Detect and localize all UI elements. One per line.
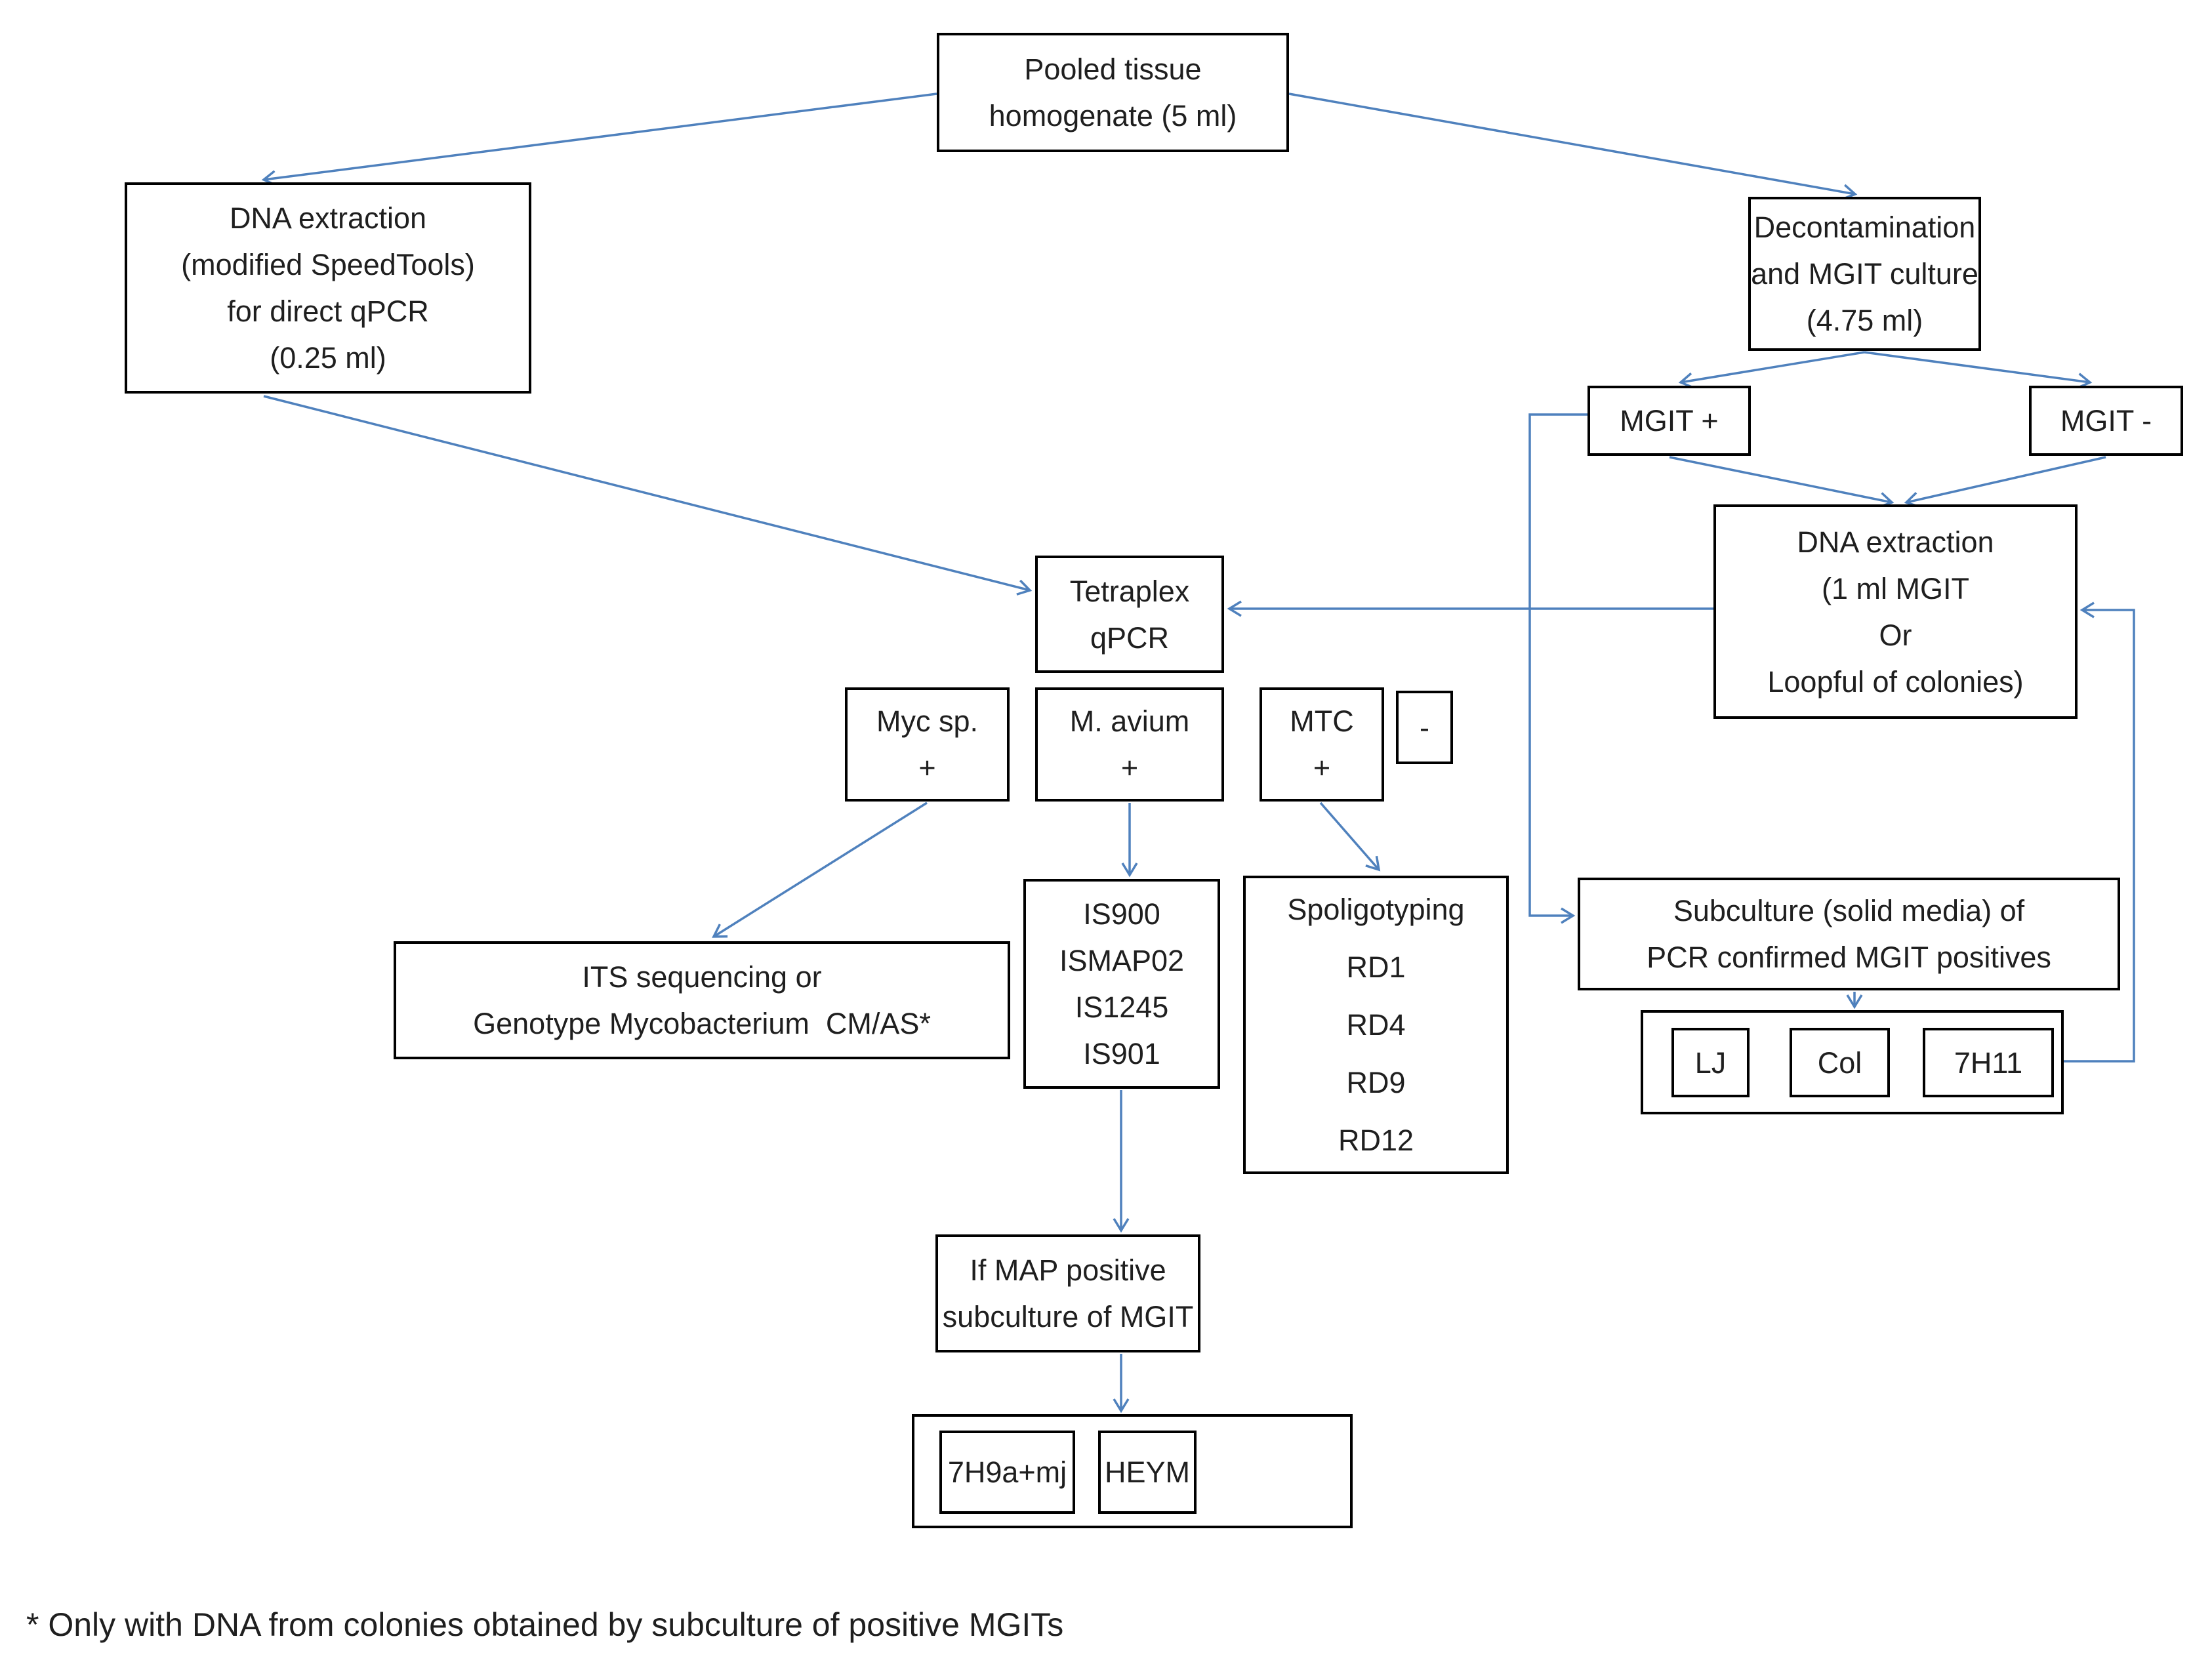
arrow-decontamination-to-mgit-negative bbox=[1864, 351, 2093, 390]
node-media-7h9a-mj: 7H9a+mj bbox=[939, 1431, 1075, 1514]
node-if-map-positive: If MAP positive subculture of MGIT bbox=[935, 1234, 1200, 1352]
node-dna-extraction-direct: DNA extraction (modified SpeedTools) for… bbox=[125, 182, 531, 394]
node-its-sequencing: ITS sequencing or Genotype Mycobacterium… bbox=[394, 941, 1010, 1059]
node-result-mtc: MTC + bbox=[1260, 687, 1384, 802]
arrow-decontamination-to-mgit-positive bbox=[1678, 351, 1865, 389]
arrow-7h11-feedback-to-dna-mgit bbox=[2054, 601, 2135, 1063]
footnote-asterisk-note: * Only with DNA from colonies obtained b… bbox=[26, 1606, 1064, 1643]
node-is-markers: IS900 ISMAP02 IS1245 IS901 bbox=[1023, 879, 1220, 1089]
node-pooled-tissue: Pooled tissue homogenate (5 ml) bbox=[937, 33, 1289, 152]
node-media-col: Col bbox=[1790, 1028, 1890, 1097]
arrow-mgit-positive-to-dna-mgit bbox=[1669, 456, 1895, 508]
node-result-negative: - bbox=[1396, 691, 1453, 764]
node-result-m-avium: M. avium + bbox=[1035, 687, 1224, 802]
node-media-7h11: 7H11 bbox=[1923, 1028, 2054, 1097]
node-result-myc-sp: Myc sp. + bbox=[845, 687, 1010, 802]
node-decontamination-mgit-culture: Decontamination and MGIT culture (4.75 m… bbox=[1748, 197, 1981, 351]
arrow-mgit-negative-to-dna-mgit bbox=[1904, 456, 2106, 508]
arrow-myc-sp-to-its-sequencing bbox=[712, 802, 928, 938]
arrow-pooled-to-decontamination bbox=[1288, 92, 1858, 201]
node-subculture-solid-media: Subculture (solid media) of PCR confirme… bbox=[1578, 878, 2120, 990]
arrow-mtc-to-spoligotyping bbox=[1319, 802, 1381, 872]
node-dna-extraction-mgit: DNA extraction (1 ml MGIT Or Loopful of … bbox=[1713, 504, 2078, 719]
node-media-lj: LJ bbox=[1671, 1028, 1750, 1097]
arrow-dna-direct-to-tetraplex bbox=[263, 395, 1033, 596]
node-mgit-positive: MGIT + bbox=[1587, 386, 1751, 456]
arrow-pooled-to-dna-direct bbox=[261, 92, 937, 187]
node-media-heym: HEYM bbox=[1098, 1431, 1197, 1514]
arrow-mgit-positive-to-subculture bbox=[1528, 413, 1587, 924]
node-spoligotyping: Spoligotyping RD1 RD4 RD9 RD12 bbox=[1243, 876, 1509, 1174]
node-tetraplex-qpcr: Tetraplex qPCR bbox=[1035, 556, 1224, 673]
node-mgit-negative: MGIT - bbox=[2029, 386, 2183, 456]
